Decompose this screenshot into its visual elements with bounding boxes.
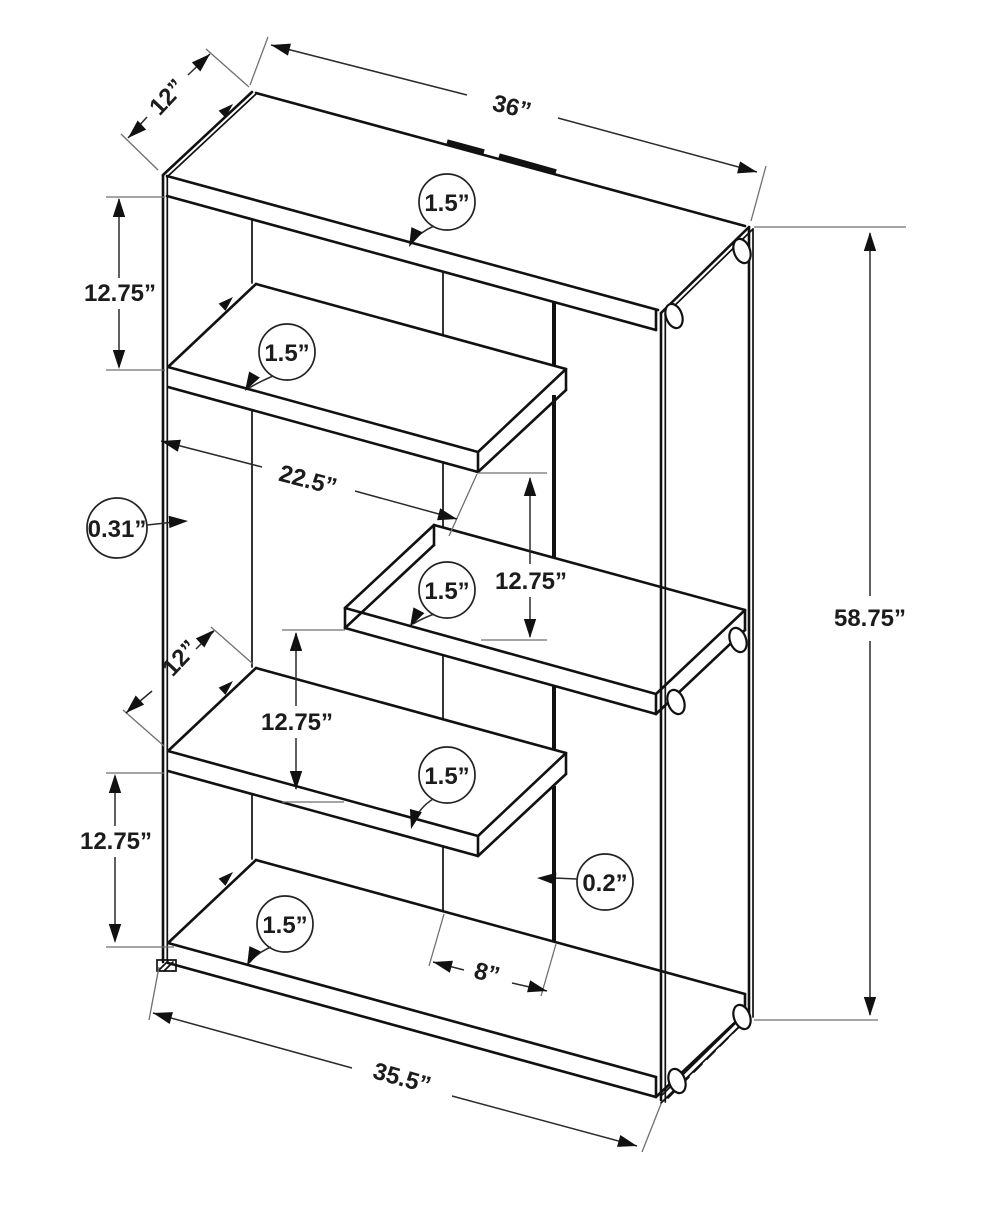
dim-label-top-width: 36” bbox=[490, 90, 534, 126]
dim-top-width: 36” bbox=[249, 36, 767, 222]
dim-label-top-depth: 12” bbox=[144, 74, 190, 121]
dim-overall-width-bottom: 35.5” bbox=[148, 966, 662, 1153]
dim-label-shelf2-length: 22.5” bbox=[276, 460, 340, 501]
callout-top-shelf-thickness: 1.5” bbox=[403, 173, 476, 250]
callout-label-back-panel-thickness: 0.2” bbox=[582, 870, 627, 897]
dim-gap-top-left: 12.75” bbox=[84, 196, 165, 371]
dim-label-gap-mid-left: 12.75” bbox=[261, 709, 333, 736]
dim-overall-height: 58.75” bbox=[754, 226, 906, 1021]
glass-connector bbox=[667, 1067, 687, 1095]
dim-shelf4-depth: 12” bbox=[121, 625, 254, 747]
dim-label-gap-mid-right: 12.75” bbox=[495, 568, 567, 595]
dim-label-overall-width-bottom: 35.5” bbox=[370, 1058, 434, 1100]
callout-glass-thickness: 0.31” bbox=[86, 497, 189, 559]
dim-label-overall-height: 58.75” bbox=[834, 605, 906, 632]
glass-connector bbox=[732, 1003, 752, 1031]
back-panel bbox=[442, 271, 556, 941]
dim-back-panel-width: 8” bbox=[428, 913, 557, 998]
dim-gap-mid-left: 12.75” bbox=[261, 629, 345, 803]
glass-connector bbox=[732, 237, 752, 265]
callout-label-bottom-shelf-thickness: 1.5” bbox=[262, 912, 307, 939]
callout-label-glass-thickness: 0.31” bbox=[88, 516, 147, 543]
middle-shelf bbox=[343, 523, 747, 716]
callout-bottom-shelf-thickness: 1.5” bbox=[241, 895, 314, 969]
dim-label-gap-top-left: 12.75” bbox=[84, 280, 156, 307]
fourth-shelf bbox=[166, 666, 568, 858]
callout-label-shelf2-thickness: 1.5” bbox=[264, 340, 309, 367]
bottom-shelf bbox=[166, 858, 747, 1099]
callout-shelf4-thickness: 1.5” bbox=[405, 746, 476, 831]
callout-label-middle-shelf-thickness: 1.5” bbox=[424, 578, 469, 605]
dim-label-gap-bottom-left: 12.75” bbox=[80, 828, 152, 855]
glass-connector bbox=[666, 688, 686, 716]
wall-bracket bbox=[446, 139, 557, 175]
dim-shelf2-length: 22.5” bbox=[159, 434, 478, 537]
dim-gap-mid-right: 12.75” bbox=[478, 472, 567, 641]
callout-label-top-thickness: 1.5” bbox=[424, 190, 469, 217]
callout-shelf2-thickness: 1.5” bbox=[239, 323, 316, 395]
callout-label-shelf4-thickness: 1.5” bbox=[424, 763, 469, 790]
dim-gap-bottom-left: 12.75” bbox=[80, 772, 174, 948]
left-glass-panel bbox=[156, 90, 257, 972]
glass-connectors bbox=[664, 237, 752, 1095]
second-shelf bbox=[166, 282, 568, 474]
callout-middle-shelf-thickness: 1.5” bbox=[404, 561, 476, 630]
glass-connector bbox=[728, 626, 748, 654]
glass-connector bbox=[664, 302, 684, 330]
callout-back-panel-thickness: 0.2” bbox=[536, 853, 634, 911]
dim-label-back-panel-width: 8” bbox=[471, 957, 502, 989]
